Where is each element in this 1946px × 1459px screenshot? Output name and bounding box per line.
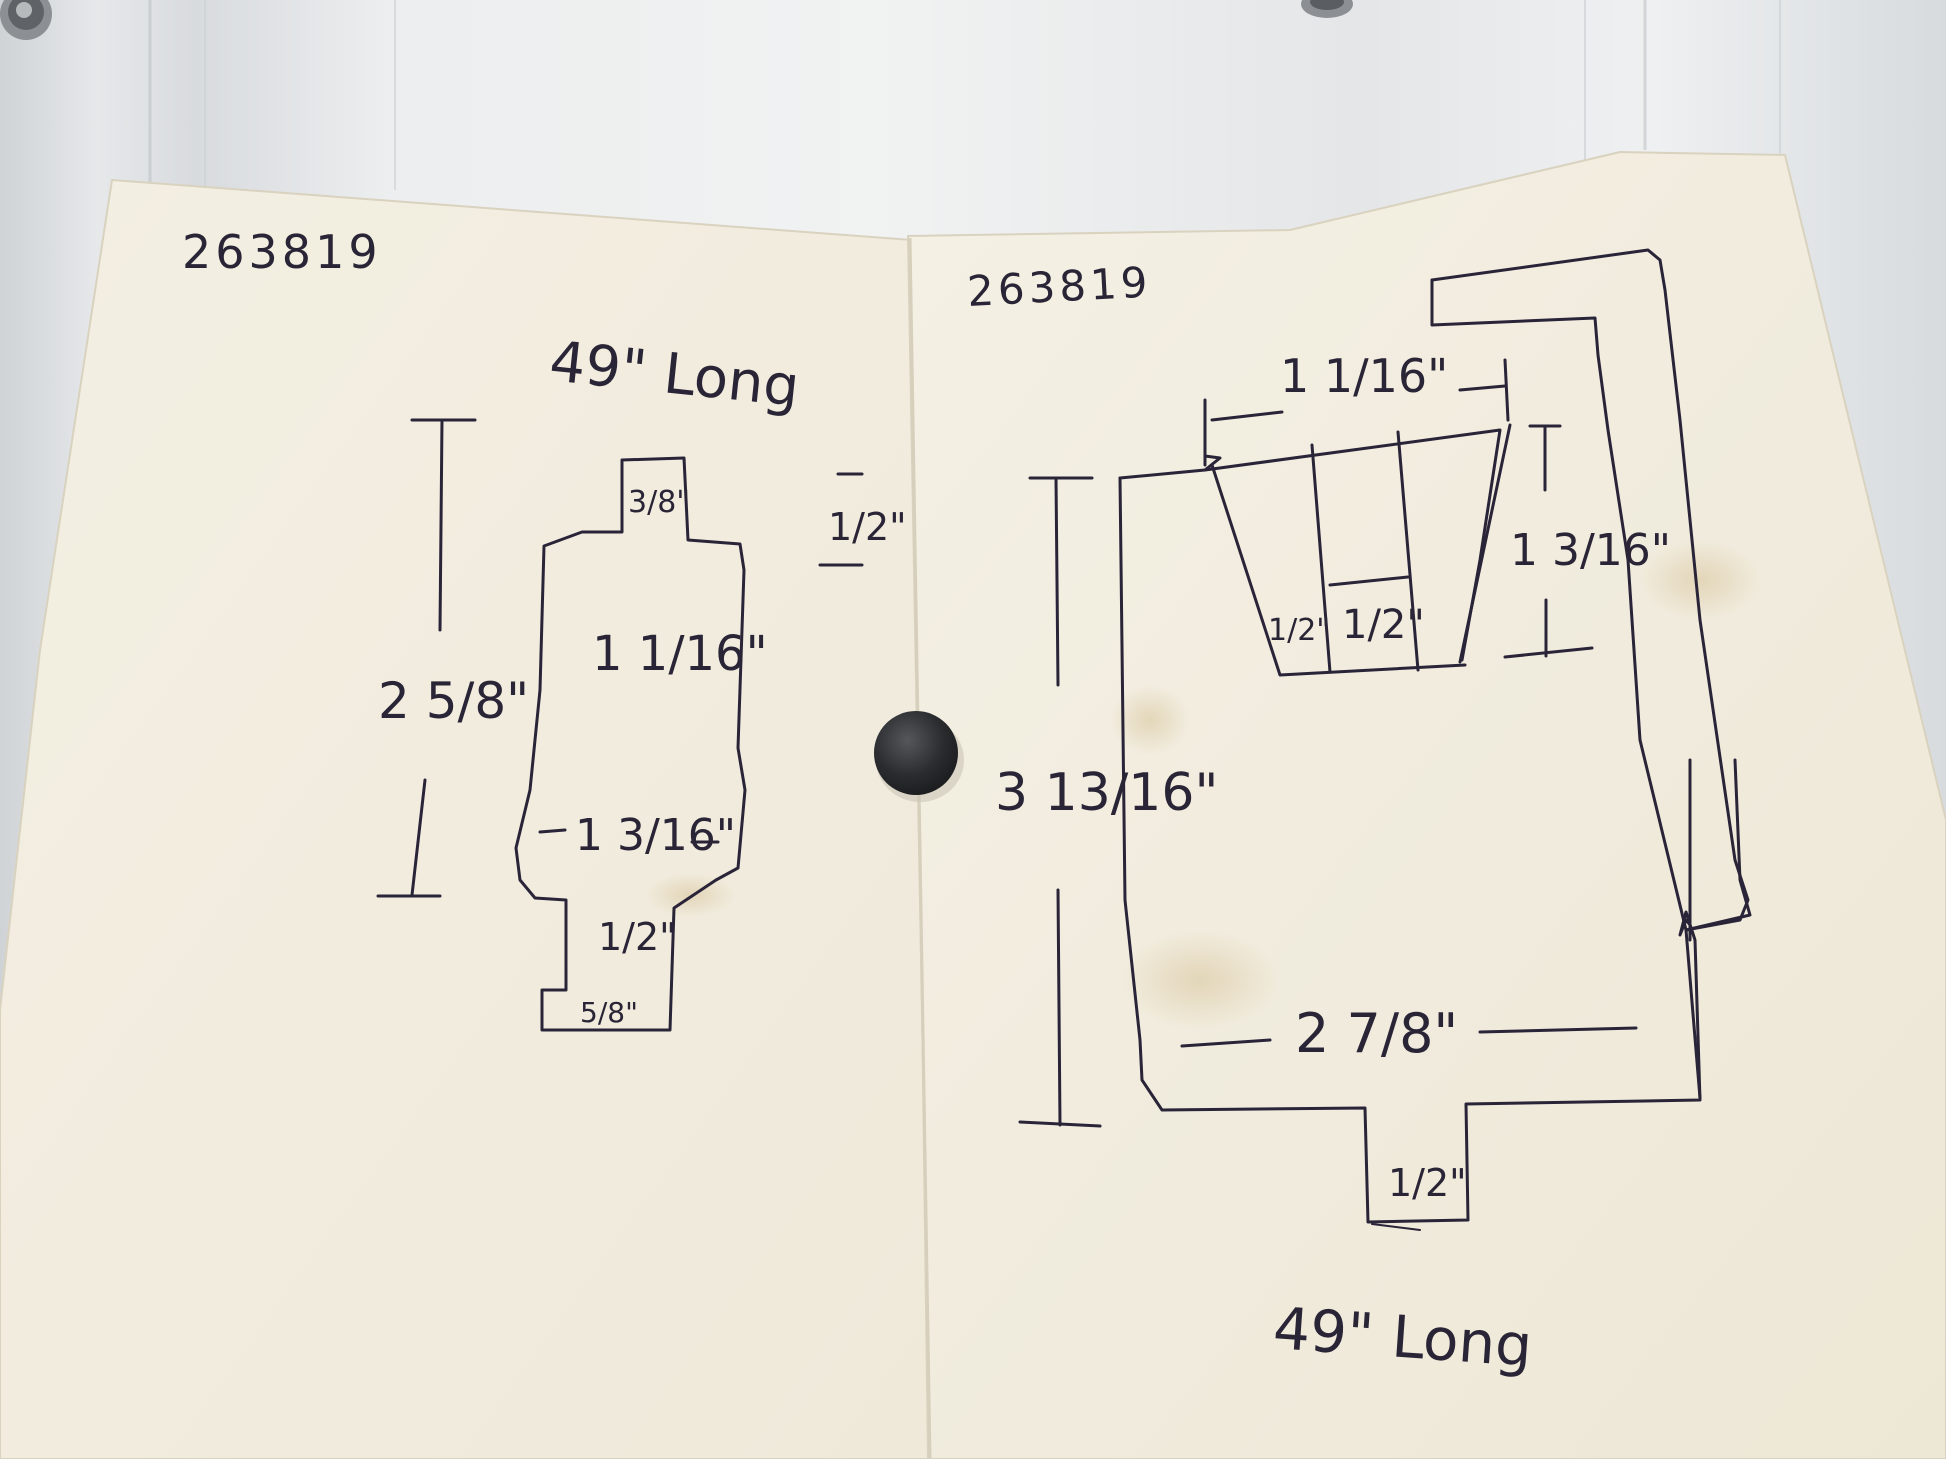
left-part-outline (514, 456, 747, 1032)
right-slot-inner-width-dim: 1/2" (1342, 602, 1425, 648)
right-slot-width-dim: 1 1/16" (1280, 349, 1448, 403)
right-slot-depth-dim: 1 3/16" (1510, 525, 1671, 576)
left-bottom-tab-dim: 1/2" (598, 915, 677, 959)
screw-left-icon (0, 0, 52, 40)
right-slot-step-dim: 1/2" (1268, 613, 1330, 648)
left-bottom-width-dim: 5/8" (580, 996, 638, 1029)
magnet-icon (874, 711, 964, 802)
screw-right-icon (1301, 0, 1353, 18)
right-part-number: 263819 (966, 257, 1153, 316)
left-upper-width-dim: 1 1/16" (592, 626, 768, 682)
right-width-dim: 2 7/8" (1295, 1002, 1458, 1065)
right-slot-width-dimension (1203, 358, 1510, 467)
right-bottom-tab-arrow (1371, 1223, 1421, 1231)
right-part-outline (1118, 248, 1752, 1224)
left-top-tab-dim: 3/8" (628, 485, 690, 520)
left-lower-width-ticks (538, 828, 720, 844)
right-bottom-tab-dim: 1/2" (1388, 1161, 1467, 1205)
left-part-number: 263819 (182, 225, 382, 279)
left-height-dim: 2 5/8" (378, 672, 529, 730)
paper-stains (645, 540, 1760, 1030)
gap-dim: 1/2" (828, 505, 907, 549)
right-slot-depth-dimension (1503, 424, 1594, 659)
left-height-dimension (376, 418, 477, 898)
right-height-dim: 3 13/16" (995, 763, 1218, 823)
right-width-dimension (1180, 1026, 1638, 1048)
gap-dimension (818, 472, 864, 567)
right-height-dimension (1018, 476, 1102, 1128)
panel-ribs (148, 0, 1781, 200)
fold-line (908, 237, 932, 1459)
left-lower-width-dim: 1 3/16" (575, 810, 736, 861)
